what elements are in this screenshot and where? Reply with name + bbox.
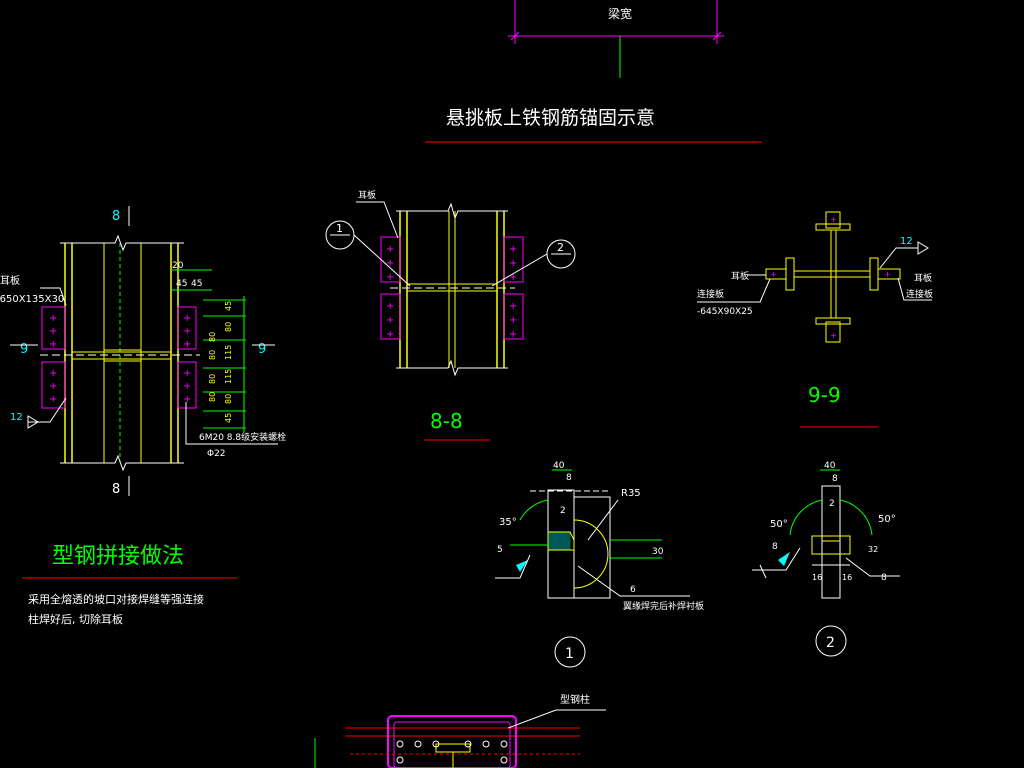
section-9-left-label: 9 — [20, 342, 28, 357]
detail1-dim-6: 6 — [630, 585, 636, 595]
dim-inner-80b: 80 — [208, 350, 217, 360]
detail1-dim-5: 5 — [497, 545, 503, 555]
dim-inner-80c: 80 — [208, 374, 217, 384]
dim-col-80a: 80 — [224, 322, 233, 332]
detail-bubble-2: 2 — [557, 241, 564, 254]
section-8-bottom-label: 8 — [112, 482, 120, 497]
section-9-9-label: 9-9 — [808, 383, 841, 407]
svg-text:+: + — [49, 381, 57, 392]
dim-col-45b: 45 — [224, 413, 233, 423]
detail1-note: 翼缘焊完后补焊衬板 — [623, 600, 704, 612]
weld-detail-1: 40 8 R35 2 35° 5 30 6 翼缘焊完后补焊衬板 1 — [495, 461, 704, 668]
section-9-right-label: 9 — [258, 342, 266, 357]
dim-col-115b: 115 — [224, 369, 233, 384]
svg-text:+: + — [386, 315, 394, 326]
left-ear-plate-label: 耳板 — [0, 274, 20, 287]
weld-size-12: 12 — [10, 412, 23, 423]
steel-column-label: 型钢柱 — [560, 693, 590, 706]
detail2-dim-2: 2 — [829, 499, 835, 509]
section-9-ear-plate-left: 耳板 — [731, 270, 749, 282]
bolt-note: 6M20 8.8级安装螺栓 — [199, 431, 286, 443]
detail1-dim-8: 8 — [566, 473, 572, 483]
svg-text:+: + — [509, 272, 517, 283]
beam-width-label: 梁宽 — [608, 6, 632, 21]
method-note-1: 采用全熔透的坡口对接焊缝等强连接 — [28, 592, 204, 606]
svg-text:+: + — [770, 270, 777, 279]
weld-detail-2: 40 8 2 50° 50° 8 16 16 32 8 2 — [752, 461, 900, 657]
section-8-top-label: 8 — [112, 209, 120, 224]
svg-text:+: + — [183, 368, 191, 379]
section-9-ear-plate-right: 耳板 — [914, 272, 932, 284]
svg-text:+: + — [386, 272, 394, 283]
steel-column-section-partial: 型钢柱 — [314, 693, 606, 768]
main-title: 悬挑板上铁钢筋锚固示意 — [446, 107, 655, 129]
detail1-dim-30: 30 — [652, 547, 664, 557]
dim-45-a: 45 — [176, 279, 187, 289]
svg-text:+: + — [386, 329, 394, 340]
svg-text:+: + — [509, 244, 517, 255]
connecting-plate-spec: -645X90X25 — [697, 307, 753, 317]
section-8-8-label: 8-8 — [430, 409, 463, 433]
detail1-circle-label: 1 — [565, 646, 574, 662]
method-title: 型钢拼接做法 — [52, 544, 184, 569]
detail-bubble-1: 1 — [336, 222, 343, 235]
section-9-weld-12: 12 — [900, 236, 913, 247]
detail1-dim-40: 40 — [553, 461, 565, 471]
svg-text:+: + — [509, 329, 517, 340]
splice-method-block: 型钢拼接做法 采用全熔透的坡口对接焊缝等强连接 柱焊好后, 切除耳板 — [22, 544, 237, 626]
detail1-dim-2: 2 — [560, 506, 566, 516]
connecting-plate-label: 连接板 — [697, 288, 724, 300]
detail2-angle-right: 50° — [878, 514, 896, 525]
dim-20: 20 — [172, 261, 184, 271]
section-8-8: + + + + + + + + + + + + 耳板 1 2 8-8 — [325, 189, 576, 441]
svg-text:+: + — [830, 215, 837, 224]
svg-text:+: + — [386, 301, 394, 312]
method-note-2: 柱焊好后, 切除耳板 — [28, 612, 123, 626]
dim-col-115a: 115 — [224, 345, 233, 360]
svg-text:+: + — [49, 394, 57, 405]
svg-text:+: + — [183, 326, 191, 337]
svg-text:+: + — [830, 331, 837, 340]
top-beam-width-dimension: 梁宽 — [508, 0, 724, 78]
bolt-hole-diameter: Φ22 — [207, 449, 226, 459]
dim-inner-80d: 80 — [208, 392, 217, 402]
svg-text:+: + — [49, 313, 57, 324]
detail2-dim-8: 8 — [832, 474, 838, 484]
dim-col-80b: 80 — [224, 394, 233, 404]
detail2-dim-32: 32 — [868, 545, 878, 554]
svg-text:+: + — [509, 258, 517, 269]
detail2-circle-label: 2 — [826, 635, 835, 651]
svg-text:+: + — [183, 381, 191, 392]
section-9-9: + + + + 耳板 连接板 -645X90X25 12 耳板 连接板 9-9 — [697, 211, 933, 428]
detail2-dim-40: 40 — [824, 461, 836, 471]
main-title-block: 悬挑板上铁钢筋锚固示意 — [425, 107, 762, 143]
dim-col-45: 45 — [224, 301, 233, 311]
svg-text:+: + — [386, 258, 394, 269]
detail2-dim-8c: 8 — [881, 573, 887, 583]
detail2-dim-16b: 16 — [842, 573, 852, 582]
svg-text:+: + — [49, 339, 57, 350]
column-splice-elevation: 8 8 +++ +++ +++ +++ 耳板 -650X13 — [0, 206, 286, 497]
detail2-dim-8b: 8 — [772, 542, 778, 552]
svg-text:+: + — [49, 326, 57, 337]
svg-text:+: + — [509, 301, 517, 312]
svg-text:+: + — [183, 339, 191, 350]
left-plate-spec: -650X135X30 — [0, 294, 64, 305]
section-8-ear-plate-label: 耳板 — [358, 189, 376, 201]
detail1-radius: R35 — [621, 488, 641, 499]
detail1-angle: 35° — [499, 517, 517, 528]
svg-text:+: + — [183, 313, 191, 324]
dim-inner-80a: 80 — [208, 332, 217, 342]
detail2-angle-left: 50° — [770, 519, 788, 530]
svg-text:+: + — [183, 394, 191, 405]
svg-text:+: + — [386, 244, 394, 255]
svg-text:+: + — [49, 368, 57, 379]
dim-45-b: 45 — [191, 279, 202, 289]
detail2-dim-16a: 16 — [812, 573, 822, 582]
connecting-plate-label-right: 连接板 — [906, 288, 933, 300]
svg-text:+: + — [884, 270, 891, 279]
svg-text:+: + — [509, 315, 517, 326]
